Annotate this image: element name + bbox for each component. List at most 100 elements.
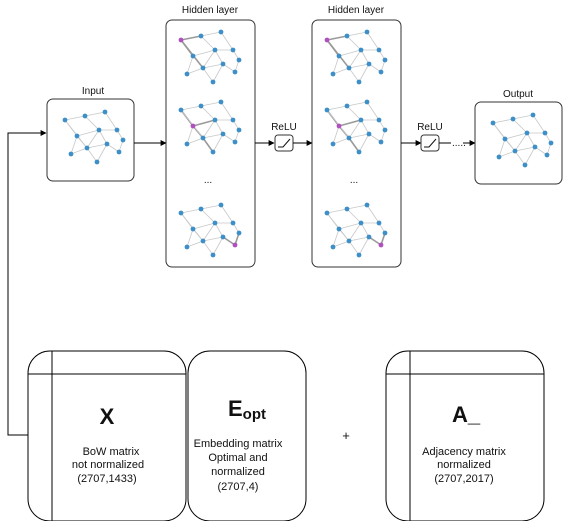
graph-node — [236, 57, 242, 63]
graph-edge — [200, 101, 222, 107]
graph-edge — [348, 119, 362, 139]
graph-edge — [534, 146, 548, 156]
graph-edge — [192, 222, 216, 230]
graph-edge — [202, 67, 214, 83]
graph-node — [184, 141, 190, 147]
graph-edge — [332, 55, 340, 75]
relu2-icon — [424, 138, 437, 148]
graph-node — [178, 107, 184, 113]
graph-edge — [358, 236, 370, 256]
trailing-dots: ..... — [452, 138, 466, 149]
graph-node — [522, 162, 528, 168]
graph-node — [336, 53, 342, 59]
graph-node — [344, 206, 350, 212]
graph-edge — [200, 105, 216, 121]
graph-node — [496, 154, 502, 160]
graph-edge — [366, 204, 380, 224]
graph-node — [376, 117, 382, 123]
graph-node — [190, 226, 196, 232]
graph-node — [212, 117, 218, 123]
graph-node — [218, 202, 224, 208]
matrix-a-line3: (2707,2017) — [434, 473, 493, 485]
graph-node — [210, 252, 216, 258]
graph-node — [544, 152, 550, 158]
graph-node — [218, 99, 224, 105]
relu1-box — [274, 134, 294, 152]
graph-node — [198, 206, 204, 212]
plus-sign: + — [342, 428, 350, 443]
graph-node — [356, 252, 362, 258]
graph-edge — [180, 208, 202, 214]
relu1-label: ReLU — [271, 122, 297, 133]
graph-edge — [192, 49, 216, 57]
graph-node — [104, 141, 110, 147]
graph-node — [220, 61, 226, 67]
matrix-x-symbol: X — [100, 404, 115, 429]
matrix-e-line1: Embedding matrix — [194, 438, 283, 450]
graph-node — [218, 29, 224, 35]
graph-node — [358, 117, 364, 123]
matrix-e-letter: E — [228, 396, 243, 421]
graph-edge — [214, 49, 224, 65]
graph-edge — [498, 150, 516, 158]
graph-node — [356, 79, 362, 85]
graph-edge — [326, 208, 348, 214]
graph-edge — [368, 236, 382, 246]
graph-node — [378, 242, 384, 248]
matrix-a: A_ Adjacency matrix normalized (2707,201… — [385, 350, 545, 521]
graph-edge — [338, 49, 362, 57]
hidden-layer-2-label: Hidden layer — [328, 5, 385, 16]
graph-edge — [368, 63, 382, 73]
graph-edge — [366, 31, 380, 51]
graph-edge — [346, 105, 362, 121]
graph-edge — [212, 133, 224, 153]
graph-edge — [104, 111, 118, 131]
graph-edge — [332, 228, 340, 248]
graph-edge — [222, 133, 236, 143]
graph-node — [210, 79, 216, 85]
graph-node — [212, 47, 218, 53]
hidden1-graph-1 — [178, 29, 242, 85]
graph-edge — [346, 204, 368, 210]
matrix-a-line2: normalized — [437, 459, 491, 471]
graph-edge — [98, 129, 108, 145]
graph-edge — [524, 146, 536, 166]
graph-edge — [186, 55, 194, 75]
graph-edge — [200, 35, 216, 51]
graph-edge — [180, 105, 202, 111]
matrix-e-subscript: opt — [243, 406, 266, 423]
graph-edge — [514, 132, 528, 152]
graph-node — [236, 127, 242, 133]
graph-edge — [332, 240, 350, 248]
output-label: Output — [503, 89, 533, 100]
graph-node — [330, 141, 336, 147]
graph-node — [114, 127, 120, 133]
graph-node — [510, 116, 516, 122]
graph-node — [190, 123, 196, 129]
relu1-icon — [278, 138, 291, 148]
graph-node — [382, 230, 388, 236]
graph-node — [382, 127, 388, 133]
graph-node — [200, 238, 206, 244]
graph-node — [356, 149, 362, 155]
graph-node — [116, 149, 122, 155]
matrix-x-line1: BoW matrix — [83, 446, 140, 458]
graph-node — [364, 99, 370, 105]
graph-node — [82, 113, 88, 119]
graph-edge — [186, 67, 204, 75]
graph-node — [220, 131, 226, 137]
graph-node — [232, 139, 238, 145]
graph-node — [84, 145, 90, 151]
graph-edge — [212, 236, 224, 256]
graph-edge — [366, 101, 380, 121]
graph-node — [530, 112, 536, 118]
graph-edge — [512, 114, 534, 120]
graph-edge — [84, 111, 106, 117]
graph-node — [74, 133, 80, 139]
graph-edge — [346, 35, 362, 51]
graph-edge — [532, 114, 546, 134]
graph-edge — [200, 208, 216, 224]
graph-edge — [202, 63, 224, 69]
hidden1-ellipsis: ... — [204, 175, 212, 186]
